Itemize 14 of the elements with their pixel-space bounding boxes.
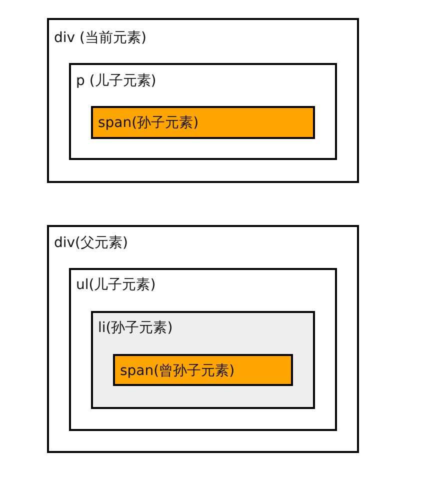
element-box [113, 354, 293, 386]
element-label: span(孙子元素) [98, 114, 199, 132]
element-box [69, 63, 337, 160]
element-label: ul(儿子元素) [76, 276, 156, 294]
element-box [69, 268, 337, 431]
element-box [47, 225, 359, 453]
element-box [91, 106, 315, 139]
element-label: li(孙子元素) [98, 319, 173, 337]
element-label: p (儿子元素) [76, 72, 156, 90]
element-box [91, 311, 315, 409]
element-label: div (当前元素) [54, 29, 146, 47]
element-box [47, 18, 359, 183]
element-label: div(父元素) [54, 234, 128, 252]
element-label: span(曾孙子元素) [120, 362, 235, 380]
